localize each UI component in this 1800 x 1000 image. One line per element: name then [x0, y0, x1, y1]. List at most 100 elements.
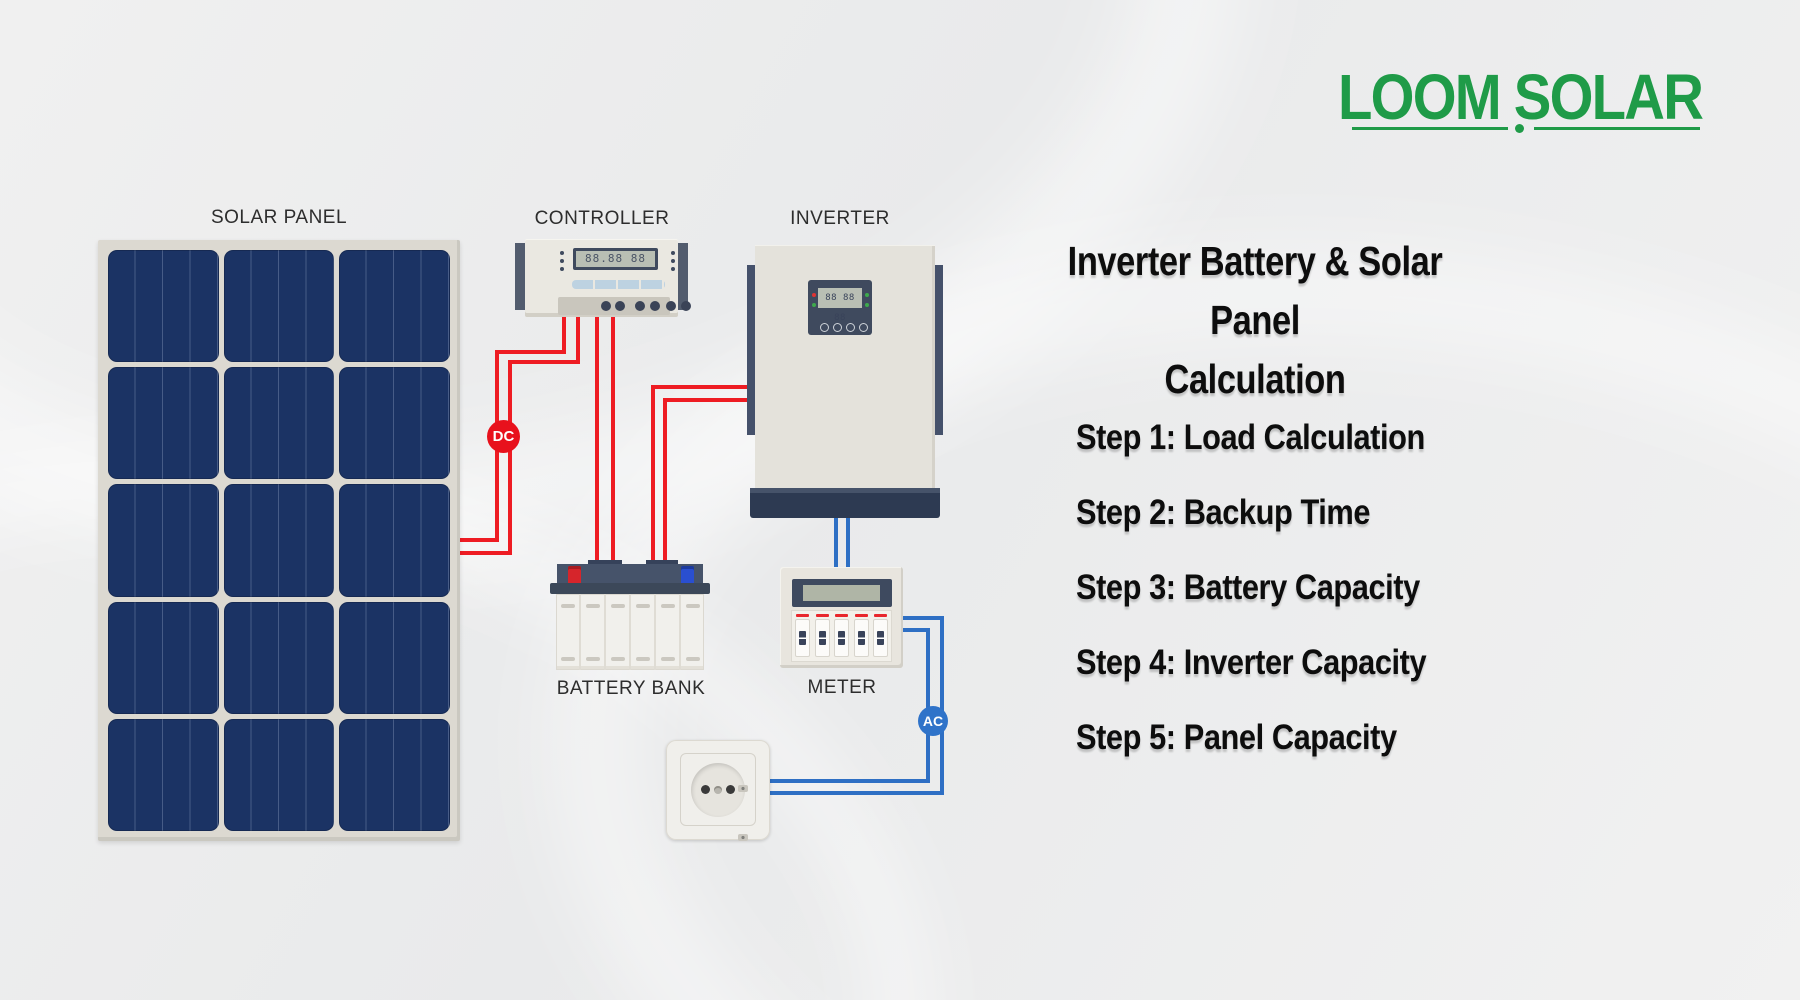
- meter-label: METER: [807, 677, 877, 698]
- breaker-toggle: [877, 631, 885, 645]
- step-item: Step 2: Backup Time: [1076, 493, 1371, 532]
- inverter-bottom-band: [750, 488, 940, 518]
- breaker-switch: [853, 619, 869, 657]
- battery-connector-tab: [588, 560, 622, 566]
- ac-wire: [766, 628, 930, 783]
- battery-cell: [581, 594, 606, 670]
- charge-controller: 88.88 88: [515, 239, 691, 317]
- meter-display-panel: [792, 579, 892, 607]
- controller-terminal: [681, 301, 691, 311]
- headline-line1: Inverter Battery & Solar Panel: [1067, 238, 1443, 343]
- controller-lcd: 88.88 88: [573, 248, 658, 270]
- battery-cell: [681, 594, 704, 670]
- battery-top-block: [557, 564, 703, 583]
- controller-terminal-strip: [558, 297, 691, 315]
- dc-wire: [663, 398, 752, 566]
- inverter-led-green: [865, 293, 869, 297]
- solar-cell: [108, 367, 219, 480]
- battery-lid: [550, 583, 710, 594]
- inverter-button: [846, 323, 855, 332]
- meter-breaker: [795, 614, 810, 658]
- loom-solar-logo: LOOM SOLAR: [1338, 61, 1704, 133]
- inverter-button-row: [820, 323, 870, 333]
- solar-cell: [223, 718, 335, 831]
- breaker-toggle: [799, 631, 806, 645]
- solar-cell: [339, 484, 450, 597]
- inverter-mount-rail: [935, 265, 943, 435]
- controller-terminal: [650, 301, 660, 311]
- inverter-button: [859, 323, 868, 332]
- controller-terminal: [601, 301, 611, 311]
- battery-connector-tab: [646, 560, 678, 566]
- ac-wire: [766, 616, 944, 795]
- controller-indicator-dot: [560, 259, 564, 263]
- solar-panel-label: SOLAR PANEL: [210, 207, 348, 228]
- controller-button-bar: [572, 280, 665, 289]
- solar-cell: [223, 250, 335, 363]
- logo-underline: [1352, 127, 1508, 130]
- breaker-indicator: [874, 614, 888, 617]
- controller-terminal: [615, 301, 625, 311]
- inverter-button: [820, 323, 829, 332]
- meter-breaker: [834, 614, 850, 658]
- solar-cell: [339, 601, 450, 714]
- step-item: Step 3: Battery Capacity: [1076, 568, 1420, 607]
- inverter-led-green: [812, 303, 816, 307]
- solar-cell: [339, 367, 450, 480]
- battery-bank: [550, 560, 710, 670]
- battery-body: [556, 594, 704, 670]
- battery-cell: [631, 594, 656, 670]
- breaker-indicator: [835, 614, 849, 617]
- headline: Inverter Battery & Solar Panel Calculati…: [1041, 232, 1469, 409]
- inverter-led-red: [812, 293, 816, 297]
- inverter: 88 88 88: [747, 245, 943, 518]
- dc-wire: [651, 385, 752, 566]
- controller-indicator-dot: [671, 251, 675, 255]
- battery-negative-terminal: [681, 566, 694, 583]
- solar-cell: [108, 250, 219, 363]
- controller-lcd-digits: 88.88 88: [576, 251, 655, 267]
- controller-terminal: [666, 301, 676, 311]
- breaker-toggle: [838, 631, 846, 645]
- dc-badge-text: DC: [492, 428, 515, 445]
- controller-mount-tab: [677, 243, 688, 310]
- socket-recess: [691, 763, 748, 841]
- solar-cell: [223, 367, 335, 480]
- solar-cell: [108, 484, 219, 597]
- controller-face: 88.88 88: [525, 239, 691, 317]
- dc-wire: [460, 307, 580, 555]
- controller-indicator-dot: [560, 251, 564, 255]
- controller-indicator-dot: [671, 259, 675, 263]
- socket-screw: [714, 786, 722, 794]
- socket-hole: [726, 785, 735, 794]
- breaker-switch: [834, 619, 850, 657]
- battery-cell: [556, 594, 581, 670]
- inverter-display-panel: 88 88 88: [808, 280, 872, 335]
- inverter-lcd-digits: 88 88 88: [818, 288, 862, 323]
- breaker-indicator: [854, 614, 868, 617]
- step-item: Step 1: Load Calculation: [1076, 418, 1425, 457]
- solar-cell: [108, 601, 219, 714]
- meter: [780, 567, 903, 668]
- controller-label: CONTROLLER: [534, 208, 670, 229]
- solar-cell: [223, 484, 335, 597]
- step-item: Step 5: Panel Capacity: [1076, 718, 1397, 757]
- dc-wire: [460, 307, 566, 542]
- meter-breaker: [814, 614, 830, 658]
- battery-positive-terminal: [568, 566, 581, 583]
- breaker-toggle: [818, 631, 826, 645]
- solar-panel-grid: [108, 250, 450, 831]
- breaker-indicator: [815, 614, 829, 617]
- breaker-switch: [814, 619, 830, 657]
- socket-clip: [738, 785, 748, 792]
- meter-breaker: [853, 614, 869, 658]
- controller-indicator-dot: [560, 267, 564, 271]
- dc-badge: DC: [487, 420, 520, 453]
- controller-terminal: [635, 301, 645, 311]
- socket-inner-frame: [680, 753, 756, 826]
- breaker-toggle: [857, 631, 865, 645]
- logo-underline: [1534, 127, 1700, 130]
